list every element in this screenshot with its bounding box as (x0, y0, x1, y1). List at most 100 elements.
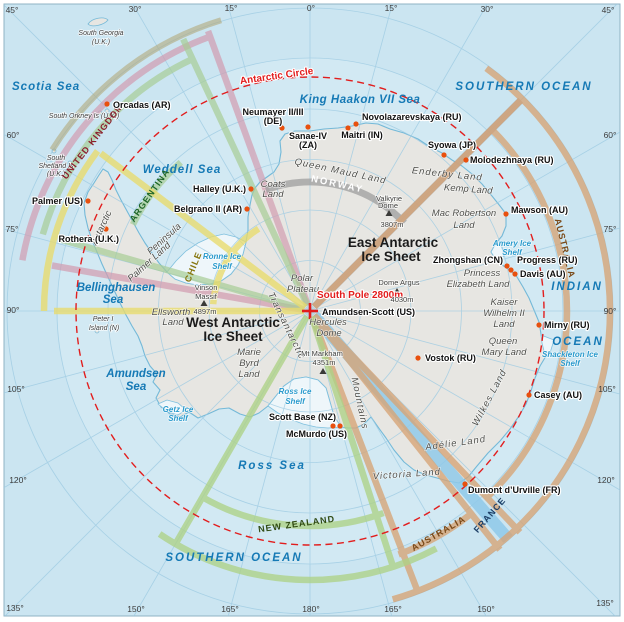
bold-label: East Antarctic (348, 235, 439, 250)
meridian-tick-label: 60° (604, 130, 617, 140)
uk-claim-radial (205, 29, 312, 307)
station-label: Vostok (RU) (425, 353, 476, 363)
land-label: Mac Robertson (432, 208, 496, 219)
shelf-label: Shelf (212, 262, 233, 271)
nz-claim-arc (157, 531, 438, 584)
meridian-line (309, 4, 393, 312)
shelf-label: Shelf (168, 414, 189, 423)
island-label: South Georgia (78, 30, 123, 37)
mtn-label: Vinson (195, 283, 218, 292)
shelf-label: Shelf (285, 397, 306, 406)
meridian-line (309, 227, 620, 312)
station-dot (462, 481, 468, 487)
meridian-line (4, 4, 311, 312)
meridian-line (309, 4, 488, 312)
land-label: Land (493, 319, 515, 330)
mtn-label: 4351m (313, 358, 336, 367)
mtn-label: Massif (195, 292, 218, 301)
nz-claim (157, 314, 438, 584)
red-label: South Pole 2800m (317, 290, 403, 301)
meridian-tick-label: 30° (129, 4, 142, 14)
land-label: Land (453, 220, 475, 231)
shelf-label: Shackleton Ice (542, 350, 599, 359)
meridian-line (132, 4, 311, 312)
shelf-label: Ronne Ice (203, 252, 242, 261)
argentina-claim-radial (61, 236, 306, 313)
station-dot (104, 101, 110, 107)
meridian-line (4, 310, 311, 489)
meridian-tick-label: 0° (307, 3, 315, 13)
station-label: Scott Base (NZ) (269, 412, 336, 422)
shelf-label: Getz Ice (163, 405, 194, 414)
land-label: Hercules (309, 317, 347, 328)
sea-label: Weddell Sea (143, 164, 222, 176)
mountain-peak-icon (200, 300, 208, 306)
island-label: (U.K.) (92, 39, 110, 46)
shackleton-ice-shelf (540, 334, 555, 354)
sea-label: Scotia Sea (12, 81, 80, 93)
meridian-tick-label: 60° (7, 130, 20, 140)
meridian-line (309, 310, 620, 395)
station-label: McMurdo (US) (286, 429, 347, 439)
station-dot (463, 157, 469, 163)
argentina-claim-arc (39, 56, 194, 236)
south-pole-icon (302, 303, 318, 319)
meridian-tick-label: 135° (596, 598, 614, 608)
ross-ice-shelf (267, 376, 342, 429)
meridian-tick-label: 90° (604, 306, 617, 316)
shelf-label: Shelf (502, 248, 523, 257)
australia-claim-radial (311, 313, 503, 552)
mtn-label: Mt Markham (301, 349, 343, 358)
meridian-line (227, 310, 311, 616)
sea-label: SOUTHERN OCEAN (455, 81, 592, 93)
land-label: Victoria Land (372, 467, 441, 483)
sea-label: Amundsen (105, 368, 165, 380)
station-label: Halley (U.K.) (193, 184, 246, 194)
meridian-tick-label: 120° (597, 475, 615, 485)
station-label: Amundsen-Scott (US) (322, 307, 415, 317)
station-dot (441, 152, 447, 158)
meridian-tick-label: 15° (385, 3, 398, 13)
land-label: Queen (489, 336, 518, 347)
land-label: Byrd (239, 358, 259, 369)
bold-label: Ice Sheet (361, 249, 421, 264)
station-dot (103, 226, 109, 232)
bold-label: Ice Sheet (203, 329, 263, 344)
station-label: Sanae-IV (289, 131, 327, 141)
mtn-label: 4030m (391, 295, 414, 304)
land-label: Land (238, 369, 260, 380)
meridian-tick-label: 105° (7, 384, 25, 394)
sea-label: Sea (103, 294, 124, 306)
station-dot (415, 355, 421, 361)
sea-label: OCEAN (552, 336, 604, 348)
mtn-label: Dome Argus (378, 278, 420, 287)
australia-claim-radial (311, 313, 523, 535)
station-label: Progress (RU) (517, 255, 578, 265)
meridian-line (4, 310, 311, 616)
meridian-tick-label: 75° (604, 224, 617, 234)
land-label: Elizabeth Land (447, 279, 511, 290)
station-label: Mirny (RU) (544, 320, 590, 330)
sea-label: INDIAN (551, 281, 603, 293)
mtn-label: Dome (378, 201, 398, 210)
land-label: Mary Land (482, 347, 528, 358)
station-label: Rothera (U.K.) (59, 234, 120, 244)
shelf-label: Amery Ice (492, 239, 532, 248)
chile-claim (40, 148, 308, 315)
station-label: Palmer (US) (32, 196, 83, 206)
meridian-tick-label: 180° (302, 604, 320, 614)
station-dot (512, 271, 518, 277)
station-dot (85, 198, 91, 204)
station-dot (353, 121, 359, 127)
land-label: Land (162, 317, 184, 328)
meridian-line (309, 131, 620, 312)
meridian-tick-label: 150° (127, 604, 145, 614)
mountain-peak-icon (385, 210, 393, 216)
station-dot (330, 423, 336, 429)
station-label: (DE) (264, 116, 283, 126)
nz-claim-radial (171, 314, 310, 549)
australia-claim-arc (397, 512, 472, 558)
land-label: Ellsworth (152, 307, 191, 318)
australia-claim-arc (391, 65, 614, 603)
